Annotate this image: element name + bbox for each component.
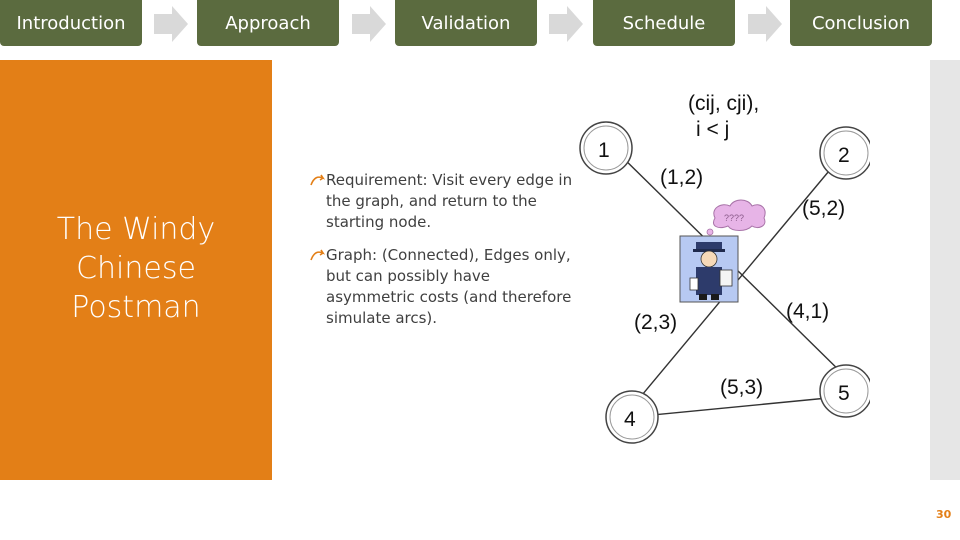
- bullet-text: Requirement: Visit every edge in the gra…: [326, 171, 573, 231]
- graph-node: 5: [819, 364, 870, 418]
- tab-schedule[interactable]: Schedule: [593, 0, 735, 46]
- edge-label: (4,1): [786, 300, 829, 323]
- slide-title-line: Postman: [71, 290, 201, 325]
- list-item: Requirement: Visit every edge in the gra…: [310, 170, 580, 233]
- edge-label: (2,3): [634, 311, 677, 334]
- slide-title-line: Chinese: [76, 251, 196, 286]
- title-panel: [0, 60, 272, 480]
- edge-label: (5,3): [720, 376, 763, 399]
- node-label: 4: [624, 408, 636, 431]
- arrow-right-icon: [352, 6, 386, 42]
- edge-label: (1,2): [660, 166, 703, 189]
- tab-approach[interactable]: Approach: [197, 0, 339, 46]
- node-label: 2: [838, 144, 850, 167]
- tab-conclusion[interactable]: Conclusion: [790, 0, 932, 46]
- tab-conclusion-label: Conclusion: [811, 12, 911, 34]
- tab-introduction[interactable]: Introduction: [0, 0, 142, 46]
- graph-node: 4: [605, 390, 659, 444]
- arrow-right-icon: [154, 6, 188, 42]
- node-label: 5: [838, 382, 850, 405]
- tab-schedule-label: Schedule: [622, 12, 706, 34]
- bullet-arrow-icon: [310, 174, 326, 186]
- edge-label: (5,2): [802, 197, 845, 220]
- tab-introduction-label: Introduction: [16, 12, 126, 34]
- bullet-text: Graph: (Connected), Edges only, but can …: [326, 246, 572, 327]
- bullet-arrow-icon: [310, 249, 326, 261]
- bullet-list: Requirement: Visit every edge in the gra…: [310, 170, 580, 341]
- page-number: 30: [936, 508, 952, 521]
- postman-icon: [679, 235, 739, 303]
- node-label: 1: [598, 139, 610, 162]
- list-item: Graph: (Connected), Edges only, but can …: [310, 245, 580, 329]
- graph-legend: (cij, cji),: [688, 92, 759, 115]
- graph-diagram: 1 2 4 5 (cij, cji), i < j (1,2) (5,2) (2…: [579, 92, 870, 444]
- edge-line: [631, 396, 839, 418]
- arrow-right-icon: [549, 6, 583, 42]
- tab-validation[interactable]: Validation: [395, 0, 537, 46]
- graph-node: 2: [819, 126, 870, 180]
- thought-cloud-icon: ????: [701, 199, 766, 243]
- arrow-right-icon: [748, 6, 782, 42]
- tab-approach-label: Approach: [225, 12, 311, 34]
- graph-legend: i < j: [696, 118, 729, 141]
- cloud-text: ????: [724, 213, 744, 223]
- tab-validation-label: Validation: [421, 12, 511, 34]
- graph-node: 1: [579, 121, 633, 175]
- slide-title: The Windy Chinese Postman: [0, 210, 272, 327]
- scroll-strip: [930, 60, 960, 480]
- slide-title-line: The Windy: [56, 212, 216, 247]
